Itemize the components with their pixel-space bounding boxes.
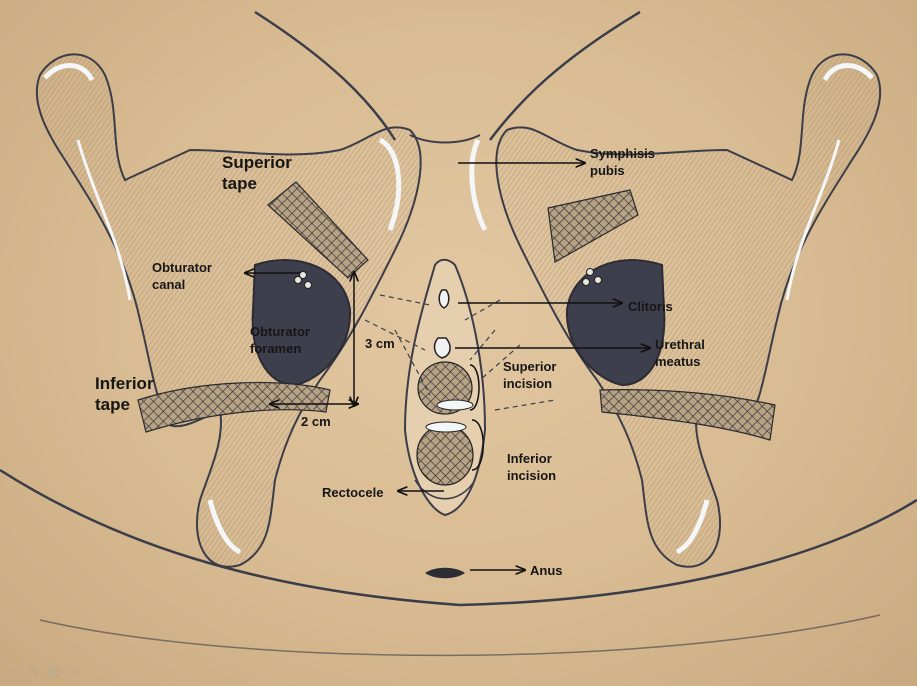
- symphysis: [410, 135, 480, 143]
- obturator-foramen-label: Obturator foramen: [250, 323, 310, 357]
- urethral-meatus-label: Urethral meatus: [655, 336, 705, 370]
- thigh-line-left: [255, 12, 395, 140]
- viewer-controls: ⇦ ✎ ▤ ⇨: [8, 664, 80, 680]
- superior-incision-label: Superior incision: [503, 358, 556, 392]
- dimension-2cm-label: 2 cm: [301, 413, 331, 430]
- perineum: [405, 260, 485, 515]
- thigh-line-right: [490, 12, 640, 140]
- pen-icon[interactable]: ✎: [28, 664, 40, 680]
- menu-icon[interactable]: ▤: [47, 664, 60, 680]
- obturator-canal-label: Obturator canal: [152, 259, 212, 293]
- inferior-tape-label: Inferior tape: [95, 373, 154, 415]
- next-arrow-icon[interactable]: ⇨: [69, 664, 81, 680]
- rectocele-label: Rectocele: [322, 484, 383, 501]
- superior-tape-label: Superior tape: [222, 152, 292, 194]
- anus: [425, 568, 465, 579]
- inferior-incision-label: Inferior incision: [507, 450, 556, 484]
- dimension-3cm-label: 3 cm: [365, 335, 395, 352]
- body-outline-lower: [40, 615, 880, 655]
- symphisis-pubis-label: Symphisis pubis: [590, 145, 655, 179]
- right-pelvic-bone: [472, 54, 880, 566]
- prev-arrow-icon[interactable]: ⇦: [8, 664, 20, 680]
- clitoris-label: Clitoris: [628, 298, 673, 315]
- anus-label: Anus: [530, 562, 563, 579]
